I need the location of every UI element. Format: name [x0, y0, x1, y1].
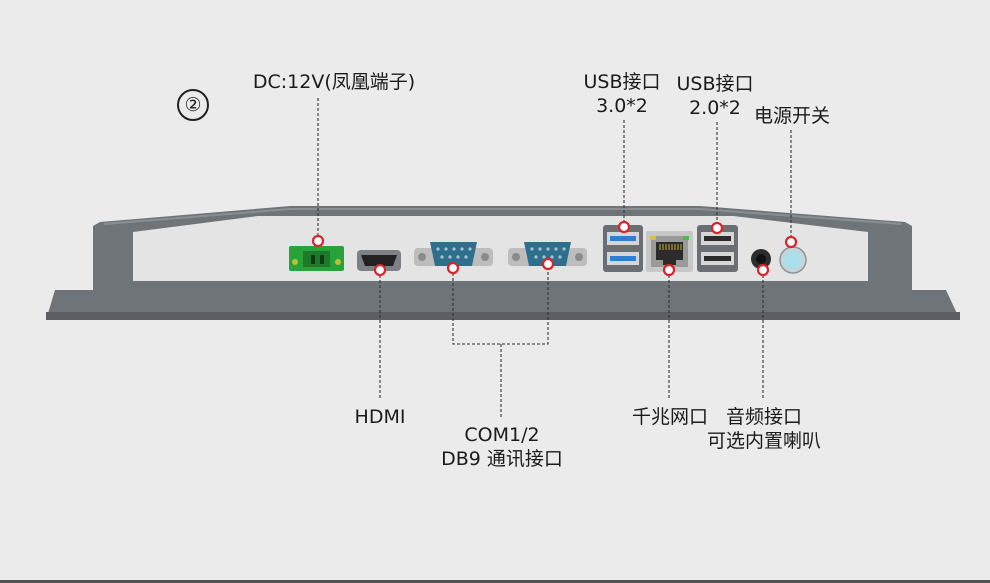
label-usb3-line1: USB接口 — [583, 71, 661, 93]
label-dc-power: DC:12V(凤凰端子) — [236, 70, 432, 94]
label-lan: 千兆网口 — [622, 405, 718, 429]
label-audio-line1: 音频接口 — [725, 406, 802, 428]
callout-dots — [311, 220, 798, 277]
label-audio-line2: 可选内置喇叭 — [706, 430, 821, 452]
hdmi-port-icon — [357, 250, 401, 271]
label-lan-line1: 千兆网口 — [631, 406, 708, 428]
audio-jack-icon — [751, 249, 771, 269]
com1-port-icon — [414, 242, 493, 266]
label-usb2: USB接口 2.0*2 — [660, 72, 770, 120]
label-audio: 音频接口 可选内置喇叭 — [700, 405, 828, 453]
power-switch-icon — [779, 246, 807, 274]
label-dc-power-line1: DC:12V(凤凰端子) — [252, 71, 416, 93]
usb2-port-icon — [697, 225, 738, 272]
bezel-bottom-edge — [46, 312, 960, 320]
bezel-highlight — [103, 208, 902, 225]
label-usb3: USB接口 3.0*2 — [567, 70, 677, 118]
leader-lines — [317, 98, 792, 418]
label-com-line2: DB9 通讯接口 — [441, 448, 563, 470]
label-com-line1: COM1/2 — [464, 424, 540, 446]
label-usb3-line2: 3.0*2 — [596, 95, 648, 117]
label-power-switch-line1: 电源开关 — [753, 105, 830, 127]
label-hdmi-line1: HDMI — [354, 406, 406, 428]
label-usb2-line2: 2.0*2 — [689, 97, 741, 119]
label-hdmi: HDMI — [340, 405, 420, 429]
usb3-port-icon — [603, 225, 643, 272]
label-com: COM1/2 DB9 通讯接口 — [432, 423, 572, 471]
label-power-switch: 电源开关 — [744, 104, 840, 128]
lan-port-icon — [646, 231, 693, 272]
dc-terminal-icon — [289, 246, 344, 271]
com2-port-icon — [508, 242, 587, 266]
label-usb2-line1: USB接口 — [676, 73, 754, 95]
figure-marker: ② — [177, 89, 209, 121]
bottom-rule — [0, 580, 990, 583]
